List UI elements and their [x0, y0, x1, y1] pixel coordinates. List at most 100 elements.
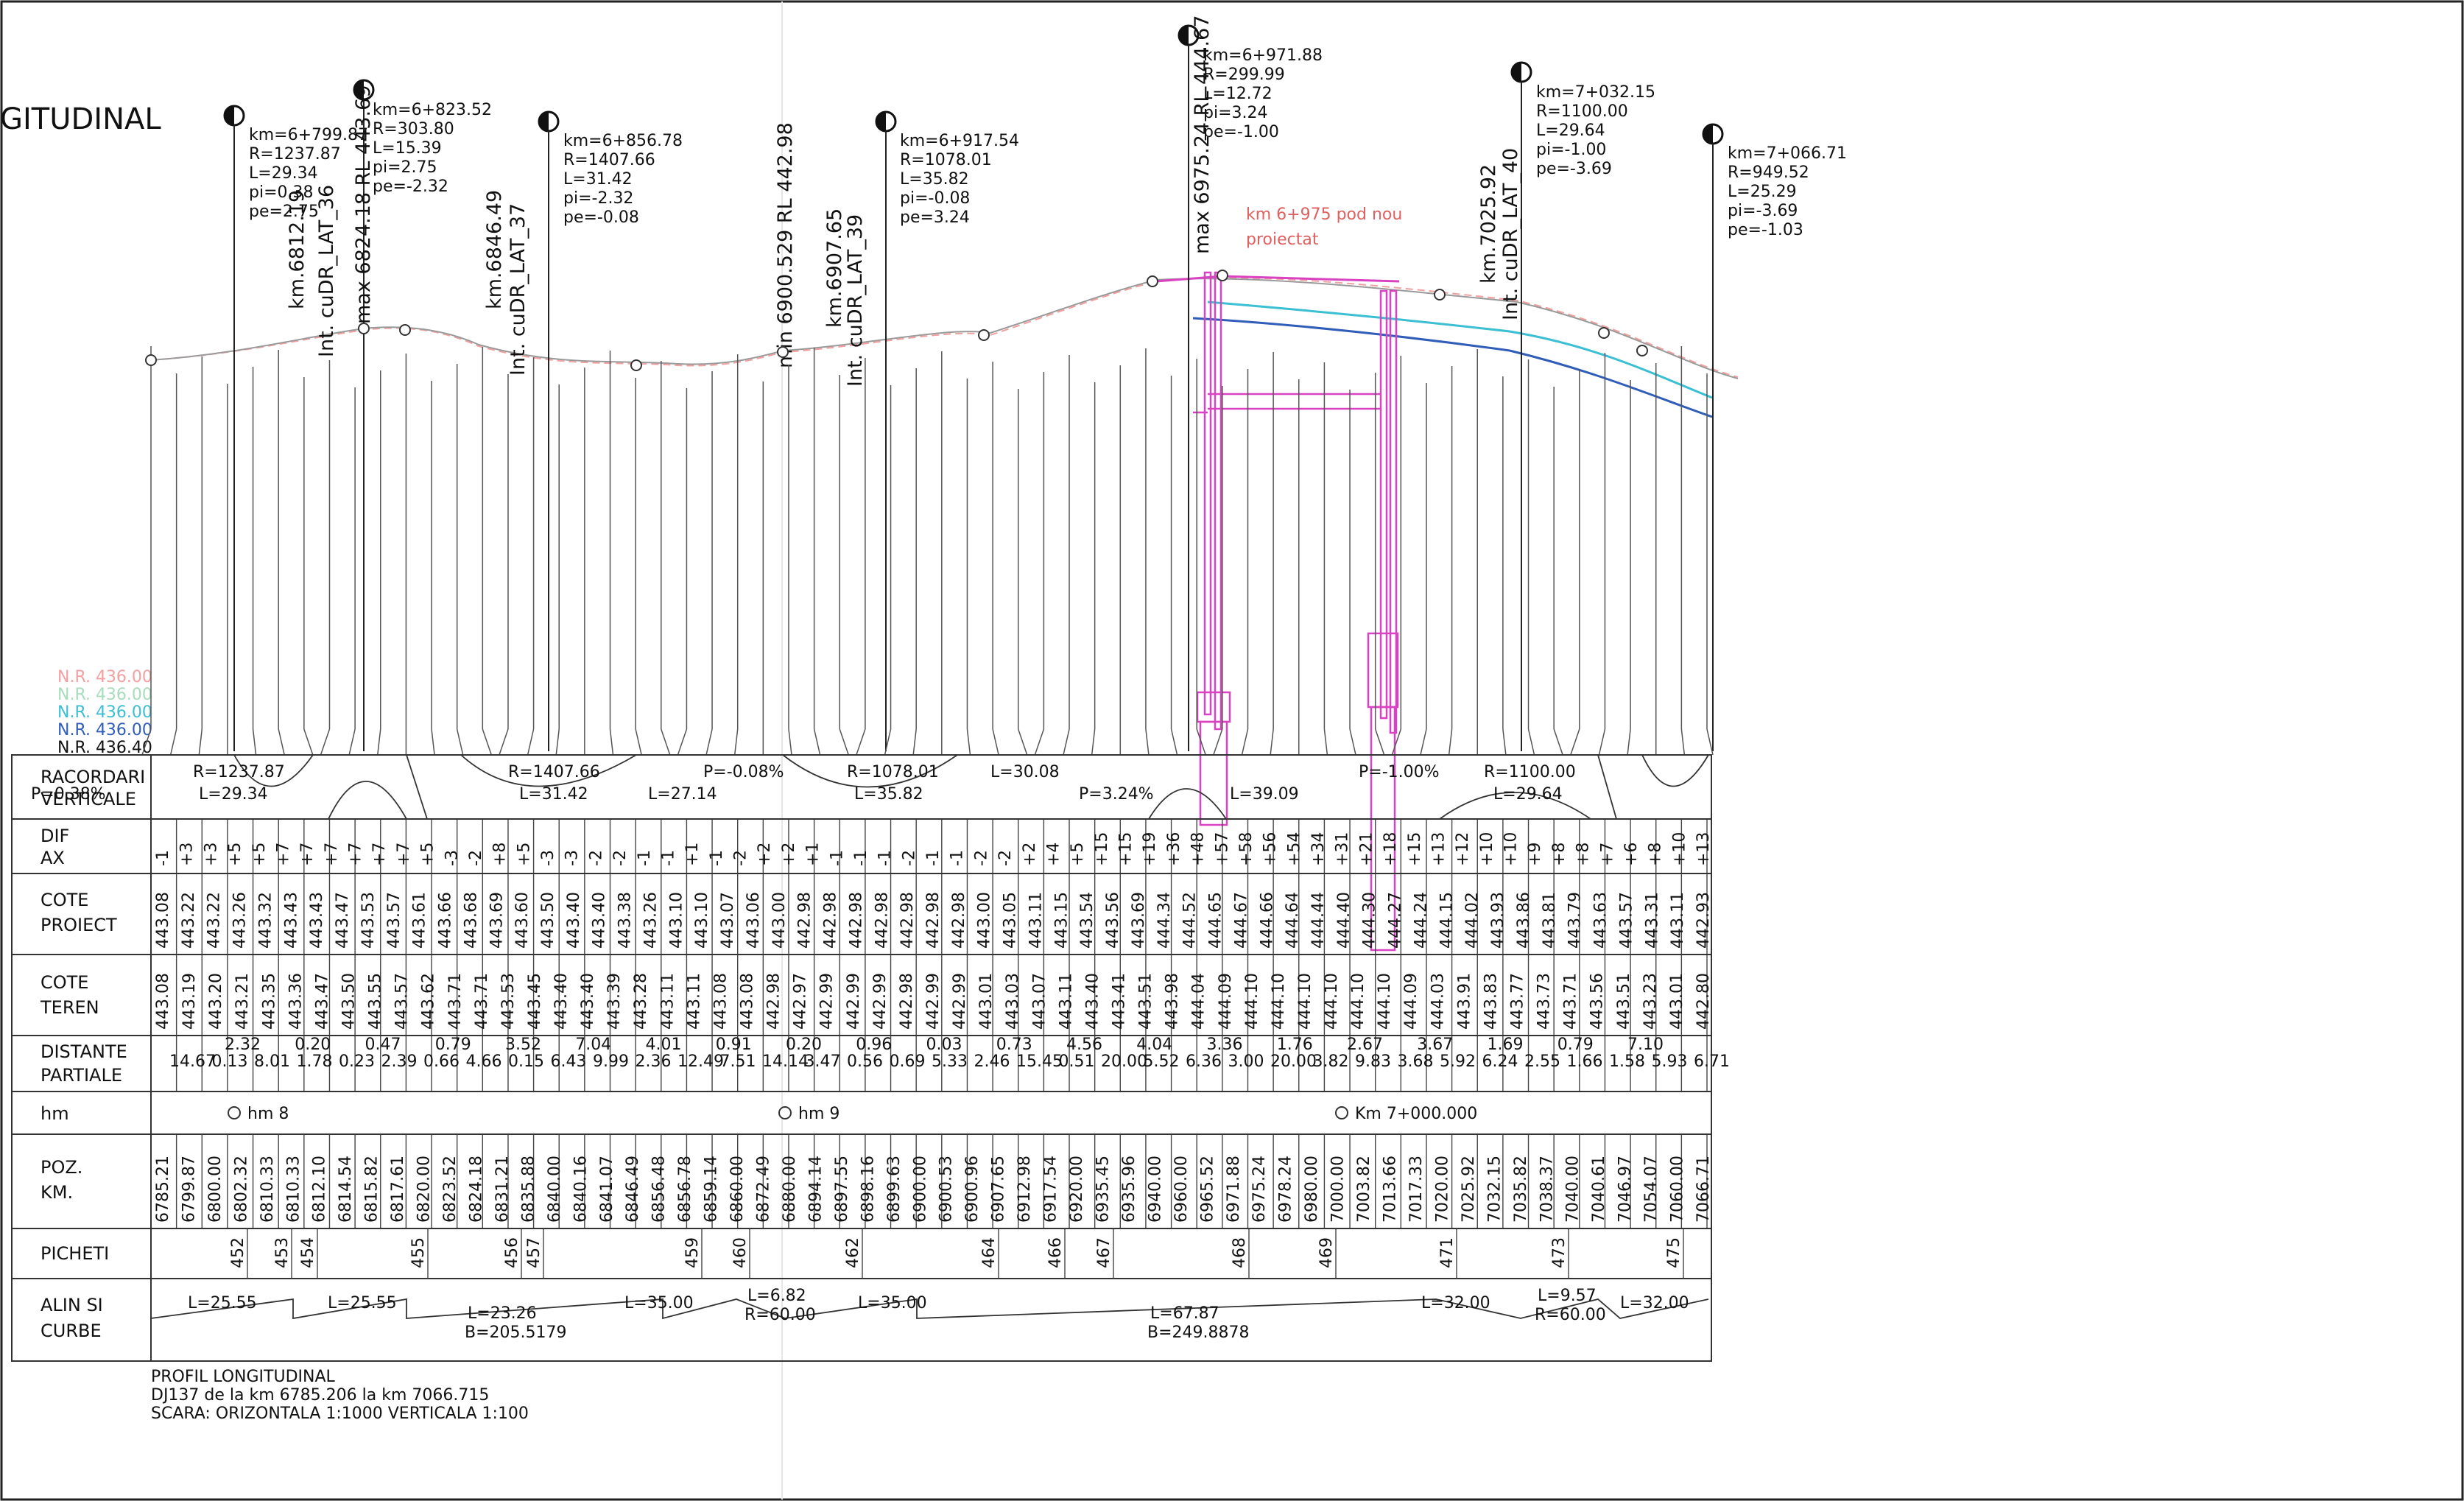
pichet-value: 467 — [1095, 1237, 1113, 1268]
station-leader-tail — [661, 728, 671, 756]
profile-point — [978, 329, 990, 341]
station-leader-tail — [839, 728, 849, 756]
curve-annotation-line: pi=0.38 — [249, 183, 314, 202]
bridge-note-line-1: km 6+975 pod nou — [1246, 205, 1402, 224]
alin-label: L=9.57 — [1538, 1287, 1597, 1305]
vertical-label: Int. cuDR_LAT_36 — [315, 185, 338, 357]
distanta-value: 20.00 — [1270, 1052, 1317, 1071]
cote-proiect-value: 444.30 — [1361, 892, 1379, 949]
data-table-grid — [11, 754, 1712, 1362]
dif-ax-value: +31 — [1334, 832, 1352, 866]
vertical-label: max 6824.18 RL 443.69 — [352, 85, 375, 324]
dif-ax-value: +7 — [347, 843, 365, 866]
dif-ax-value: +8 — [1647, 843, 1665, 866]
poz-km-value: 7040.61 — [1590, 1156, 1608, 1223]
distanta-value: 2.36 — [636, 1052, 672, 1071]
row-label-alin-1: ALIN SI — [41, 1295, 103, 1315]
cote-proiect-value: 443.93 — [1489, 892, 1507, 949]
dif-ax-value: +9 — [1526, 843, 1544, 866]
row-label-cote-proiect-2: PROIECT — [41, 915, 117, 935]
dif-ax-value: -1 — [948, 850, 967, 866]
curve-annotation: km=7+066.71R=949.52L=25.29pi=-3.69pe=-1.… — [1702, 123, 1847, 751]
dif-ax-value: +5 — [1069, 843, 1087, 866]
vertical-label: km.6846.49 — [483, 190, 506, 309]
dif-ax-value: -1 — [636, 850, 654, 866]
distanta-value: 3.68 — [1398, 1052, 1434, 1071]
cote-teren-value: 442.98 — [898, 973, 916, 1030]
racordari-label: P=-0.08% — [703, 763, 784, 781]
station-leader-tail — [1196, 728, 1206, 756]
dif-ax-value: +2 — [780, 843, 798, 866]
cote-proiect-value: 444.15 — [1437, 892, 1456, 949]
cote-teren-value: 443.51 — [1615, 973, 1633, 1030]
curve-annotation-line: L=12.72 — [1203, 85, 1273, 103]
project-line-cyan — [1207, 300, 1713, 399]
distanta-value-upper: 4.56 — [1066, 1036, 1102, 1054]
poz-km-value: 6810.33 — [284, 1156, 303, 1223]
cote-proiect-value: 442.98 — [822, 892, 840, 949]
profile-point — [630, 359, 642, 371]
racordari-label: R=1237.87 — [193, 763, 285, 781]
dif-ax-value: +8 — [1574, 843, 1593, 866]
poz-km-value: 7003.82 — [1355, 1156, 1373, 1223]
station-leader-tail — [1527, 728, 1535, 756]
cote-proiect-value: 443.10 — [667, 892, 686, 949]
cote-proiect-value: 443.86 — [1515, 892, 1533, 949]
cote-proiect-value: 443.43 — [282, 892, 300, 949]
cote-teren-value: 444.10 — [1243, 973, 1261, 1030]
cote-teren-value: 443.39 — [605, 973, 624, 1030]
distanta-value-upper: 0.91 — [716, 1036, 752, 1054]
distanta-value: 5.33 — [932, 1052, 968, 1071]
dif-ax-value: +7 — [395, 843, 413, 866]
station-leader-tail — [992, 728, 999, 756]
poz-km-value: 7066.71 — [1694, 1156, 1713, 1223]
dif-ax-value: +56 — [1261, 832, 1280, 866]
station-leader-tail — [456, 728, 464, 756]
poz-km-value: 6824.18 — [467, 1156, 485, 1223]
poz-km-value: 6802.32 — [232, 1156, 250, 1223]
cote-proiect-value: 443.66 — [437, 892, 455, 949]
racordari-label: L=31.42 — [519, 785, 588, 804]
station-leader-tail — [1063, 728, 1070, 756]
cote-teren-value: 443.41 — [1110, 973, 1128, 1030]
distanta-value: 2.46 — [974, 1052, 1010, 1071]
poz-km-value: 6897.55 — [833, 1156, 851, 1223]
cote-teren-value: 443.23 — [1641, 973, 1660, 1030]
cote-teren-value: 444.10 — [1296, 973, 1314, 1030]
cote-teren-value: 444.10 — [1376, 973, 1394, 1030]
curve-annotation-line: R=299.99 — [1203, 66, 1285, 84]
cote-teren-value: 444.10 — [1270, 973, 1288, 1030]
cote-teren-value: 443.91 — [1455, 973, 1474, 1030]
dif-ax-value: +48 — [1189, 832, 1208, 866]
distanta-value: 6.36 — [1186, 1052, 1222, 1071]
poz-km-value: 6814.54 — [337, 1156, 355, 1223]
station-leader-tail — [169, 728, 177, 756]
dif-ax-value: -2 — [900, 850, 918, 866]
station-leader-tail — [431, 728, 435, 756]
curve-annotation-line: pe=-2.32 — [373, 177, 448, 196]
cote-proiect-value: 443.15 — [1052, 892, 1071, 949]
drawing-title: GITUDINAL — [0, 102, 161, 136]
distanta-value-upper: 0.96 — [856, 1036, 892, 1054]
distanta-value-upper: 3.36 — [1207, 1036, 1243, 1054]
pichet-value: 464 — [980, 1237, 999, 1268]
curve-annotations: km=6+799.87R=1237.87L=29.34pi=0.38pe=2.7… — [223, 24, 1847, 751]
poz-km-value: 6840.00 — [546, 1156, 564, 1223]
cote-proiect-value: 443.60 — [513, 892, 532, 949]
dif-ax-value: -1 — [924, 850, 943, 866]
dif-ax-value: +6 — [1622, 843, 1641, 866]
distanta-value-upper: 7.04 — [575, 1036, 611, 1054]
curve-annotation: km=6+971.88R=299.99L=12.72pi=3.24pe=-1.0… — [1178, 24, 1323, 751]
cote-teren-value: 443.55 — [367, 973, 385, 1030]
station-leader-tail — [1706, 728, 1714, 756]
distanta-value: 7.51 — [720, 1052, 756, 1071]
poz-km-value: 6960.00 — [1172, 1156, 1191, 1223]
reference-level-label: N.R. 436.00 — [57, 686, 152, 704]
poz-km-value: 7046.97 — [1616, 1156, 1635, 1223]
hm-marker-icon — [1335, 1106, 1348, 1119]
station-leader-tail — [705, 728, 713, 756]
station-leader-tail — [1213, 728, 1223, 756]
poz-km-value: 6917.54 — [1042, 1156, 1060, 1223]
row-label-alin-2: CURBE — [41, 1321, 102, 1341]
